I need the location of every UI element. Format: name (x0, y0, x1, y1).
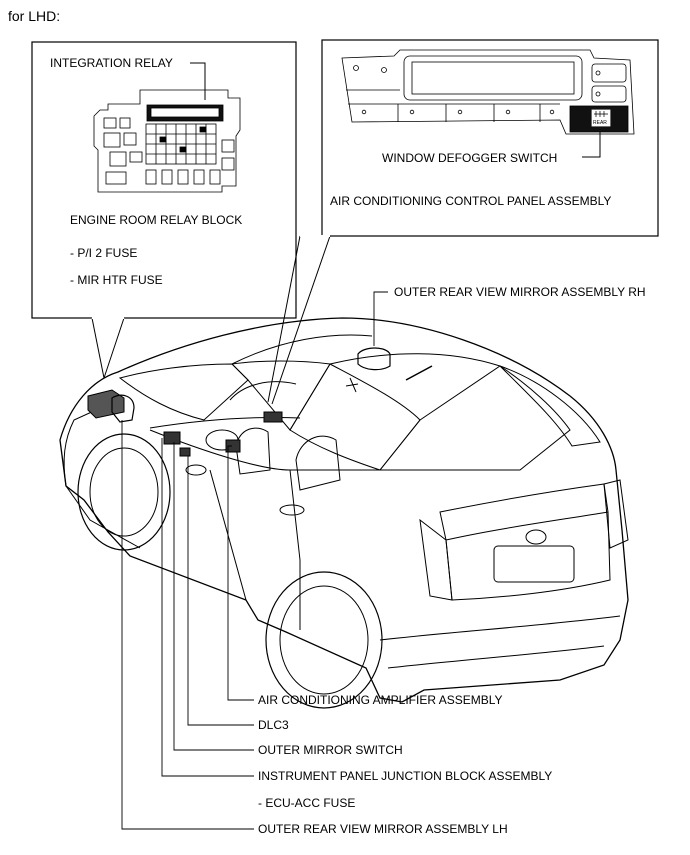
outer-mirror-switch-label: OUTER MIRROR SWITCH (258, 743, 403, 757)
car-drawing (59, 317, 629, 709)
mir-htr-fuse-label: - MIR HTR FUSE (70, 273, 163, 287)
leader-lines (121, 291, 388, 830)
integration-relay-label: INTEGRATION RELAY (50, 56, 173, 70)
page-title: for LHD: (8, 8, 61, 24)
engine-room-relay-block-label: ENGINE ROOM RELAY BLOCK (70, 213, 243, 227)
mirror-lh-label: OUTER REAR VIEW MIRROR ASSEMBLY LH (258, 822, 508, 836)
relay-block-drawing (93, 89, 241, 193)
rear-button-text: REAR (593, 120, 607, 126)
pi2-fuse-label: - P/I 2 FUSE (70, 246, 138, 260)
ecu-acc-fuse-label: - ECU-ACC FUSE (258, 796, 356, 810)
ac-panel-drawing: REAR (341, 49, 635, 135)
junction-block-label: INSTRUMENT PANEL JUNCTION BLOCK ASSEMBLY (258, 769, 553, 783)
mirror-rh-label: OUTER REAR VIEW MIRROR ASSEMBLY RH (394, 285, 646, 299)
ac-panel-callout (267, 39, 659, 405)
dlc3-label: DLC3 (258, 718, 289, 732)
ac-control-panel-label: AIR CONDITIONING CONTROL PANEL ASSEMBLY (330, 194, 612, 208)
window-defogger-switch-label: WINDOW DEFOGGER SWITCH (382, 151, 558, 165)
ac-amplifier-label: AIR CONDITIONING AMPLIFIER ASSEMBLY (258, 693, 503, 707)
